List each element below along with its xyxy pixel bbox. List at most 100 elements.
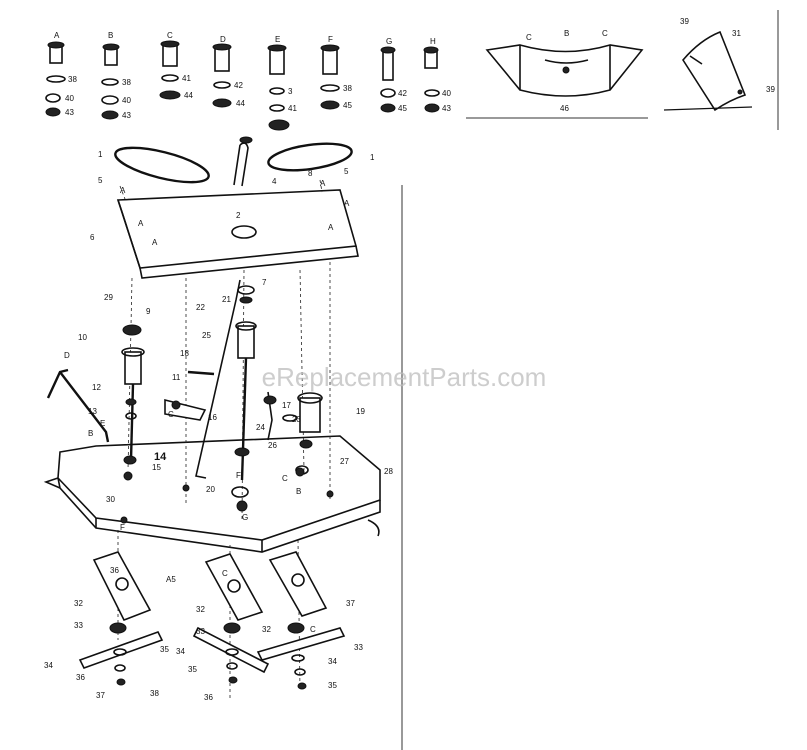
- header-letter: D: [220, 35, 226, 44]
- callout: A: [344, 199, 350, 208]
- callout: 29: [104, 293, 113, 302]
- header-letter: F: [328, 35, 333, 44]
- callout: 7: [262, 278, 267, 287]
- callout: 33: [196, 627, 205, 636]
- callout: 12: [92, 383, 101, 392]
- drive-belt-left: [114, 146, 210, 184]
- hardware-column-c: [159, 40, 181, 100]
- callout: 6: [90, 233, 95, 242]
- callout: 37: [346, 599, 355, 608]
- main-callout-labels: 1 1 5 5 8 4 2 6 A A A A A A 7 9 10 11 12…: [64, 150, 393, 584]
- callout: 38: [150, 689, 159, 698]
- blade-right-group: [256, 622, 346, 690]
- callout: F: [236, 471, 241, 480]
- callout: E: [100, 419, 105, 428]
- blade-adapter-left: [92, 551, 152, 622]
- callout: 13: [88, 407, 97, 416]
- callout: C: [168, 410, 174, 419]
- callout: 2: [236, 211, 241, 220]
- spindle-left: [121, 324, 145, 465]
- inset-callout: B: [564, 29, 569, 38]
- callout: 33: [74, 621, 83, 630]
- callout: 14: [154, 451, 167, 463]
- callout: 25: [202, 331, 211, 340]
- inset-callout: C: [602, 29, 608, 38]
- callout: 38: [68, 75, 77, 84]
- header-letter: C: [167, 31, 173, 40]
- callout: 3: [288, 87, 293, 96]
- callout: C: [282, 474, 288, 483]
- callout: 44: [184, 91, 193, 100]
- callout: D: [64, 351, 70, 360]
- callout: 10: [78, 333, 87, 342]
- callout: 30: [106, 495, 115, 504]
- callout: 38: [122, 78, 131, 87]
- callout: 34: [44, 661, 53, 670]
- callout: 4: [272, 177, 277, 186]
- callout: 21: [222, 295, 231, 304]
- hardware-column-e: [267, 44, 290, 131]
- callout: 5: [98, 176, 103, 185]
- callout: 44: [236, 99, 245, 108]
- callout: 36: [204, 693, 213, 702]
- callout: A: [120, 186, 126, 195]
- spindle-center: [231, 285, 257, 498]
- header-letter-labels: A B C D E F G H: [54, 31, 436, 46]
- hardware-column-d: [212, 43, 232, 108]
- callout: A: [328, 223, 334, 232]
- callout: 11: [172, 373, 181, 382]
- inset-callout: 39: [766, 85, 775, 94]
- callout: 5: [344, 167, 349, 176]
- hardware-column-a: [45, 41, 66, 117]
- callout: 41: [182, 74, 191, 83]
- callout: 40: [122, 96, 131, 105]
- baffle-inset: C B C 46: [485, 29, 644, 113]
- callout: G: [242, 513, 248, 522]
- callout: C: [222, 569, 228, 578]
- callout: 36: [110, 566, 119, 575]
- clip-washer: [239, 136, 253, 144]
- inset-callout: C: [526, 33, 532, 42]
- idler-washer: [282, 414, 298, 422]
- header-letter: B: [108, 31, 113, 40]
- spring-washer: [263, 395, 277, 405]
- callout: 34: [176, 647, 185, 656]
- callout: 36: [76, 673, 85, 682]
- callout: 35: [188, 665, 197, 674]
- callout: 42: [234, 81, 243, 90]
- callout: 16: [208, 413, 217, 422]
- callout: C: [310, 625, 316, 634]
- blade-center-group: [192, 622, 270, 684]
- blade-callout-labels: 32 33 34 35 36 37 38 32 33 34 35 36 37 3…: [44, 566, 363, 702]
- callout: 1: [370, 153, 375, 162]
- callout: 40: [65, 94, 74, 103]
- callout: 20: [206, 485, 215, 494]
- callout: 28: [384, 467, 393, 476]
- callout: 35: [160, 645, 169, 654]
- mower-deck: [43, 435, 381, 553]
- callout: 43: [65, 108, 74, 117]
- hardware-column-b: [101, 43, 120, 120]
- callout: 32: [262, 625, 271, 634]
- hardware-column-f: [320, 44, 340, 110]
- callout: 27: [340, 457, 349, 466]
- callout: 17: [282, 401, 291, 410]
- callout: A: [152, 238, 158, 247]
- inset-callout: 39: [680, 17, 689, 26]
- hardware-column-g: [380, 46, 396, 113]
- callout: 19: [356, 407, 365, 416]
- callout: A: [320, 179, 326, 188]
- callout: 18: [180, 349, 189, 358]
- callout: 33: [354, 643, 363, 652]
- deck-bolts: [120, 467, 334, 524]
- callout: A5: [166, 575, 176, 584]
- callout: 35: [328, 681, 337, 690]
- callout: 26: [268, 441, 277, 450]
- callout: 32: [196, 605, 205, 614]
- callout: 40: [442, 89, 451, 98]
- callout: 45: [398, 104, 407, 113]
- callout: 15: [152, 463, 161, 472]
- callout: 9: [146, 307, 151, 316]
- spindle-right: [295, 392, 323, 475]
- idler-arm: [164, 279, 241, 479]
